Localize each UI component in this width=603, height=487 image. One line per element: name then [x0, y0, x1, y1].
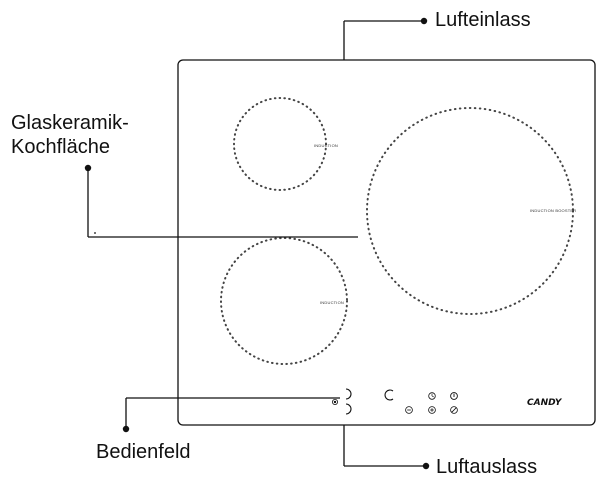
minus-icon — [405, 406, 413, 414]
lock-icon — [450, 406, 458, 414]
callout-control-panel: Bedienfeld — [96, 441, 191, 463]
cooking-zone-bottom-left — [220, 237, 348, 365]
zone-select-icon — [345, 403, 352, 415]
zone-label-right: INDUCTION BOOSTER — [530, 208, 576, 213]
plus-icon — [428, 406, 436, 414]
control-panel — [331, 388, 458, 415]
cooking-zone-top-left — [233, 97, 327, 191]
zone-label-top-left: INDUCTION — [314, 143, 338, 148]
selected-zone-indicator — [331, 398, 338, 405]
callout-air-inlet: Lufteinlass — [435, 9, 531, 31]
callout-glass-surface-line1: Glaskeramik- — [11, 112, 129, 134]
callout-air-outlet: Luftauslass — [436, 456, 538, 478]
zone-select-icon — [345, 388, 352, 400]
air-outlet-leader — [343, 425, 430, 470]
power-icon — [450, 392, 458, 400]
cooking-zone-right — [366, 107, 574, 315]
callout-glass-surface-line2: Kochfläche — [11, 136, 110, 158]
hob-outline — [177, 59, 596, 426]
air-inlet-leader — [343, 17, 428, 60]
brand-logo: CANDY — [527, 398, 563, 408]
glass-surface-leader — [84, 164, 358, 238]
zone-label-bottom-left: INDUCTION — [320, 300, 344, 305]
slider-icon — [384, 389, 394, 401]
timer-icon — [428, 392, 436, 400]
control-panel-leader — [122, 397, 340, 433]
